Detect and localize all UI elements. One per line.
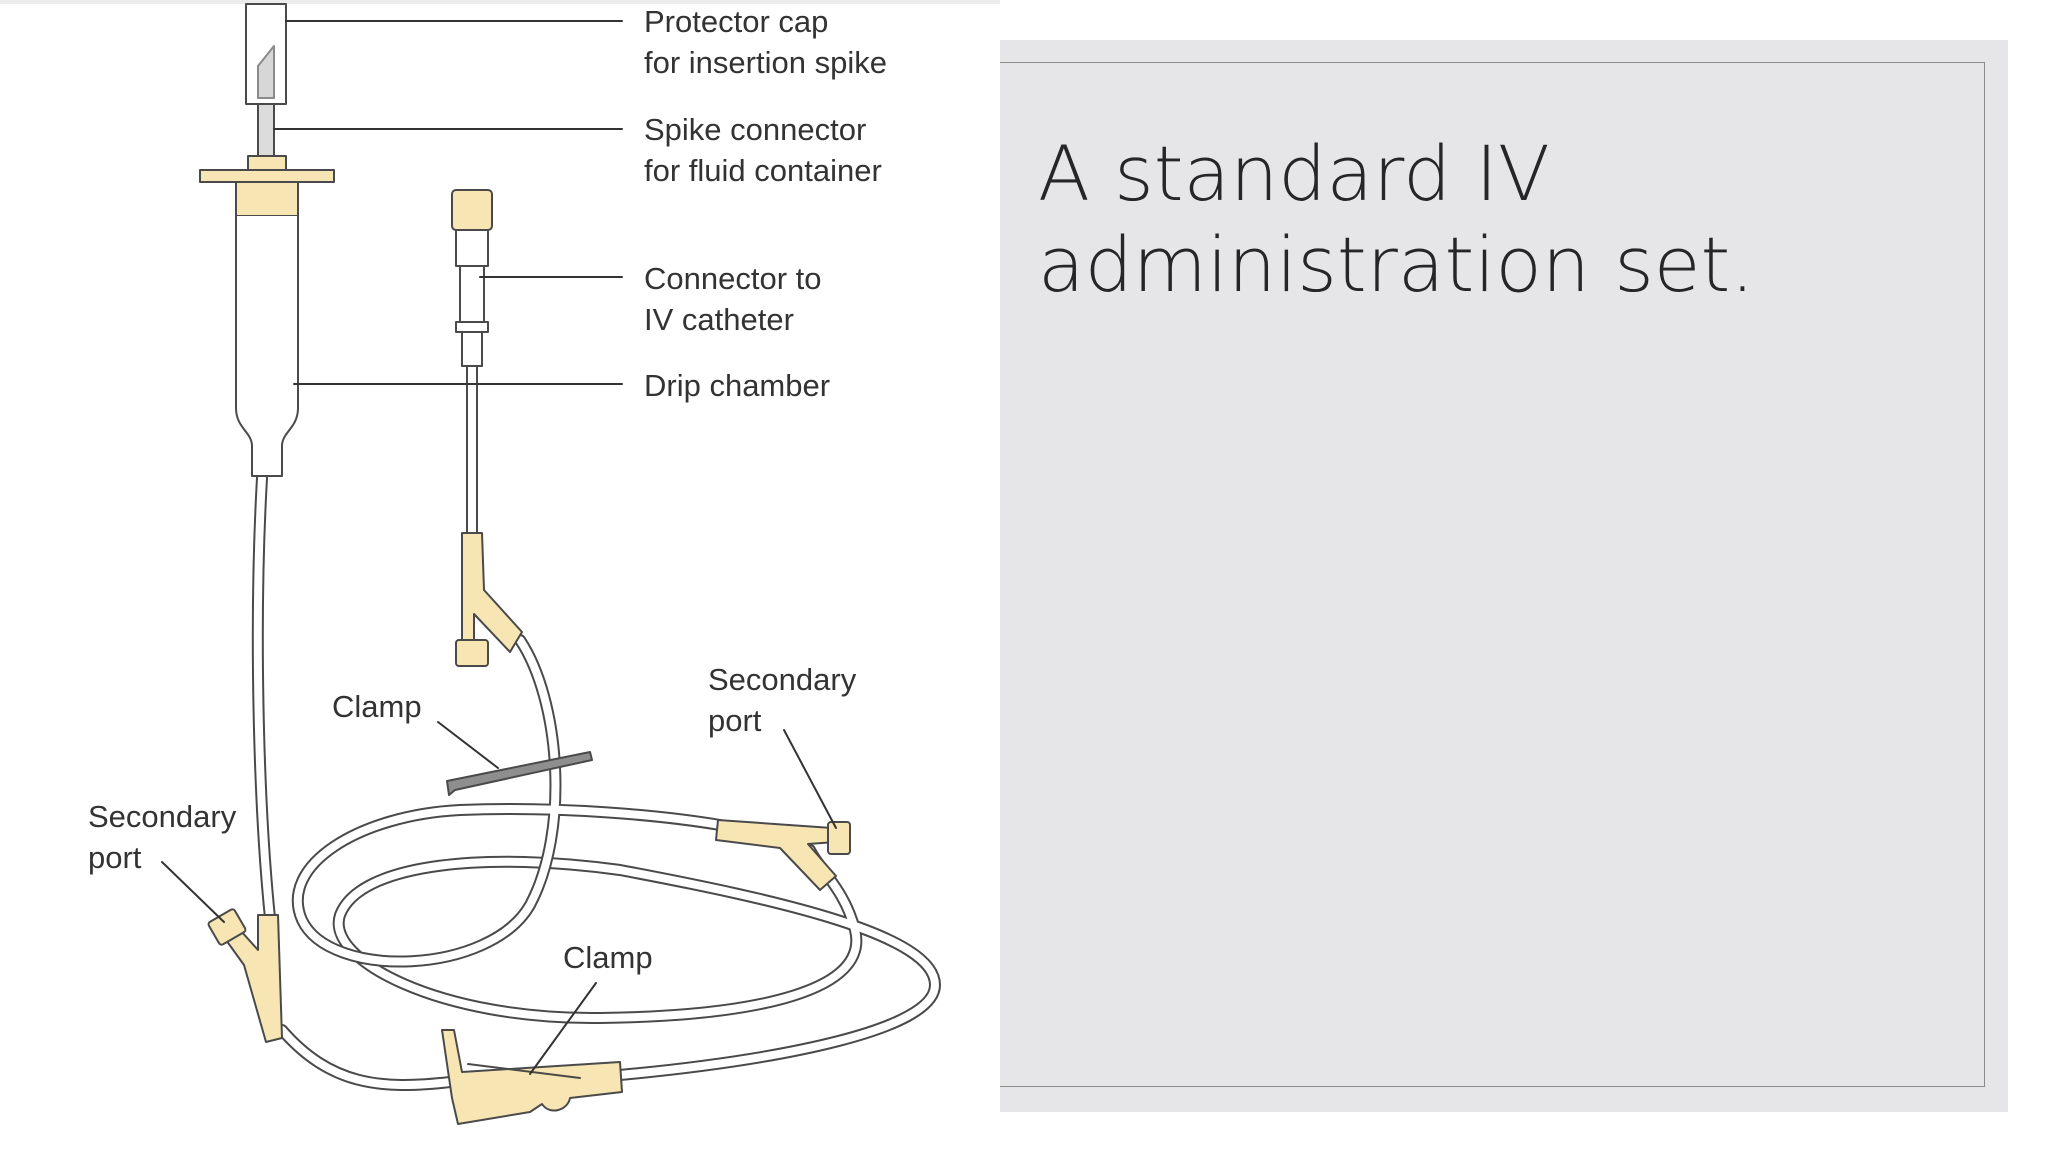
spike-connector: [199, 103, 335, 217]
iv-set-diagram: Protector cap for insertion spike Spike …: [0, 0, 1000, 1152]
leader-lines: [161, 20, 837, 1075]
left-secondary-port: [207, 908, 283, 1043]
tubing: [251, 359, 941, 1091]
label-connector-catheter-line2: IV catheter: [644, 302, 794, 337]
iv-set-illustration: Protector cap for insertion spike Spike …: [0, 0, 1000, 1125]
caption-panel: [1000, 40, 2008, 1112]
drip-chamber: [235, 215, 299, 477]
label-clamp-lower: Clamp: [563, 940, 653, 975]
upper-clamp: [446, 751, 593, 796]
label-connector-catheter-line1: Connector to: [644, 261, 822, 296]
upper-y-site: [455, 532, 523, 667]
top-strip: [0, 0, 1000, 4]
label-secondary-port-right-line2: port: [708, 703, 762, 738]
label-secondary-port-left-line1: Secondary: [88, 799, 237, 834]
label-spike-connector-line2: for fluid container: [644, 153, 882, 188]
label-protector-cap-line2: for insertion spike: [644, 45, 887, 80]
caption-frame: [1000, 62, 1985, 1087]
lower-clamp: [441, 1029, 623, 1125]
label-drip-chamber: Drip chamber: [644, 368, 830, 403]
label-protector-cap-line1: Protector cap: [644, 4, 828, 39]
right-secondary-port: [715, 819, 851, 891]
label-clamp-upper: Clamp: [332, 689, 422, 724]
label-secondary-port-left-line2: port: [88, 840, 142, 875]
label-secondary-port-right-line1: Secondary: [708, 662, 857, 697]
slide-caption: A standard IV administration set.: [1038, 129, 1755, 309]
label-spike-connector-line1: Spike connector: [644, 112, 866, 147]
protector-cap: [245, 3, 287, 105]
